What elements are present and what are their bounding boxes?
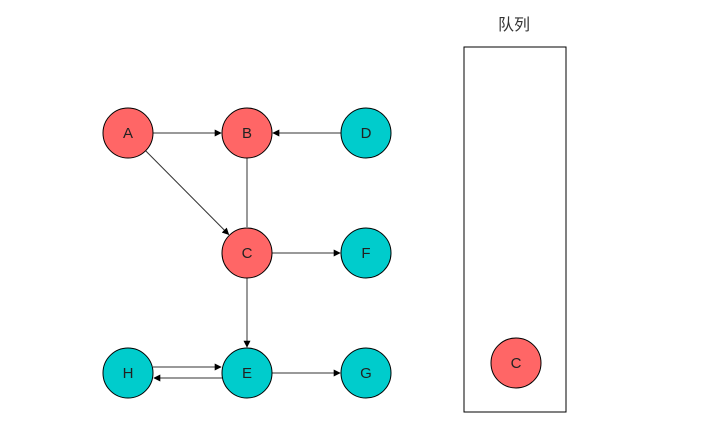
edge-a-c [145, 150, 230, 236]
node-label: D [361, 125, 372, 142]
node-circle [221, 227, 273, 279]
queue-item-circle [490, 337, 542, 389]
node-label: G [360, 365, 372, 382]
node-circle [221, 347, 273, 399]
node-e: E [221, 347, 273, 399]
queue-title: 队列 [498, 15, 530, 34]
node-circle [340, 347, 392, 399]
node-circle [102, 107, 154, 159]
queue-items: C [490, 337, 542, 389]
node-circle [340, 107, 392, 159]
queue-item-label: C [511, 355, 522, 372]
nodes-layer: A B C D E F G H [102, 107, 392, 399]
node-label: A [123, 125, 133, 142]
node-f: F [340, 227, 392, 279]
edges-layer [145, 129, 341, 382]
node-d: D [340, 107, 392, 159]
node-label: B [242, 125, 252, 142]
node-circle [102, 347, 154, 399]
node-g: G [340, 347, 392, 399]
node-label: H [123, 365, 134, 382]
node-label: E [242, 365, 252, 382]
node-b: B [221, 107, 273, 159]
node-label: F [361, 245, 370, 262]
node-circle [221, 107, 273, 159]
node-a: A [102, 107, 154, 159]
node-c: C [221, 227, 273, 279]
queue-box [463, 46, 567, 413]
queue-item: C [490, 337, 542, 389]
node-circle [340, 227, 392, 279]
node-h: H [102, 347, 154, 399]
node-label: C [242, 245, 253, 262]
